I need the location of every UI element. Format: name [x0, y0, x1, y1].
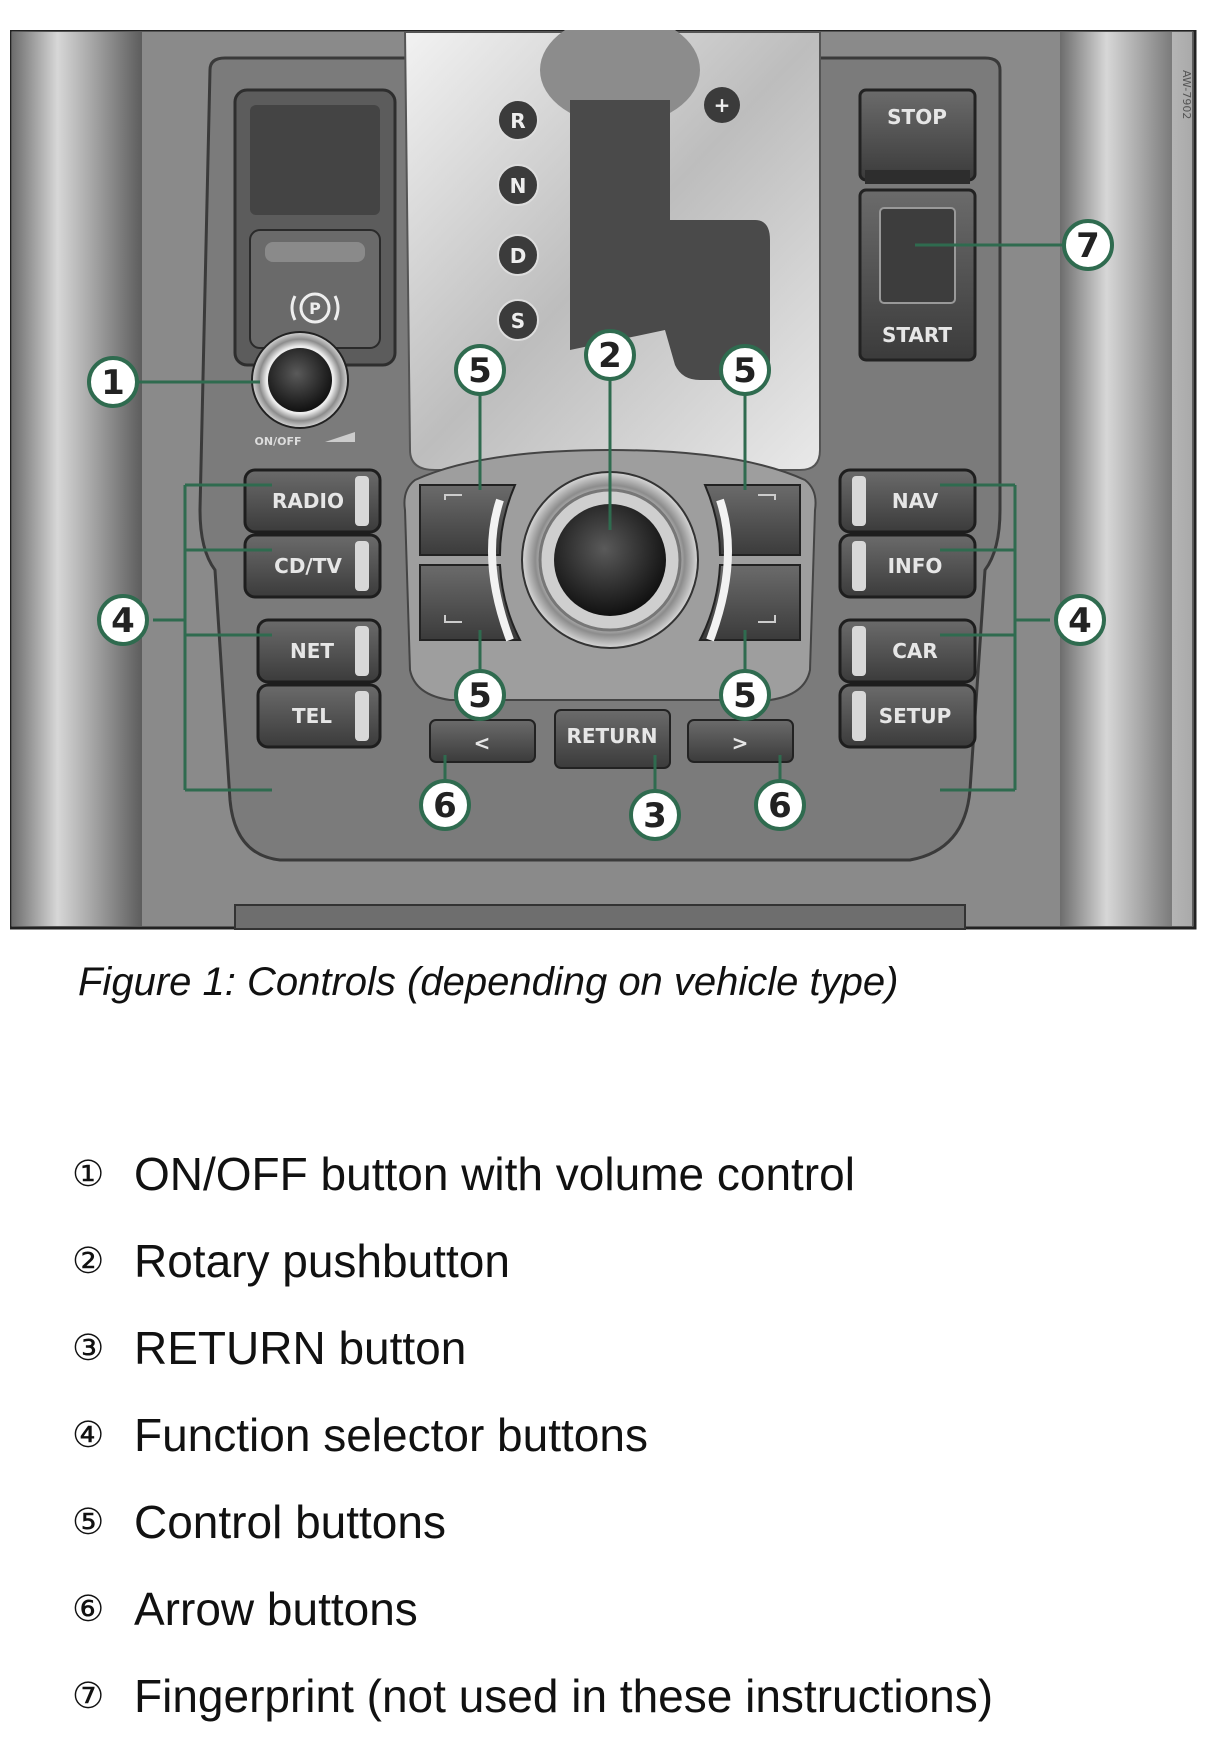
legend-number: ⑤	[72, 1500, 105, 1542]
legend-item: ⑥ Arrow buttons	[72, 1565, 993, 1652]
svg-text:>: >	[732, 731, 749, 755]
legend-list: ① ON/OFF button with volume control ② Rota…	[72, 1130, 993, 1739]
right-pillar	[1060, 32, 1193, 926]
legend-number: ⑥	[72, 1587, 105, 1629]
svg-text:6: 6	[768, 786, 792, 826]
callout-5-top-left: 5	[454, 344, 506, 396]
start-label: START	[882, 323, 952, 347]
legend-number: ④	[72, 1413, 105, 1455]
svg-text:NAV: NAV	[892, 489, 939, 513]
legend-item: ⑦ Fingerprint (not used in these instruct…	[72, 1652, 993, 1739]
svg-text:SETUP: SETUP	[879, 704, 952, 728]
gear-n-indicator: N	[497, 164, 539, 206]
legend-item: ③ RETURN button	[72, 1304, 993, 1391]
gear-r-indicator: R	[497, 99, 539, 141]
svg-text:RETURN: RETURN	[566, 724, 657, 748]
gear-lever[interactable]	[570, 100, 770, 380]
callout-2: 2	[584, 329, 636, 381]
svg-text:+: +	[714, 93, 731, 117]
legend-number: ①	[72, 1152, 105, 1194]
function-button-radio[interactable]: RADIO	[243, 468, 382, 534]
function-button-nav[interactable]: NAV	[838, 468, 977, 534]
gear-s-indicator: S	[497, 299, 539, 341]
legend-number: ②	[72, 1239, 105, 1281]
plus-icon: +	[704, 87, 740, 123]
svg-text:N: N	[510, 174, 527, 198]
control-button-top-left[interactable]	[419, 484, 517, 556]
svg-text:6: 6	[433, 786, 457, 826]
legend-number: ③	[72, 1326, 105, 1368]
function-button-cdtv[interactable]: CD/TV	[243, 533, 382, 599]
svg-text:TEL: TEL	[292, 704, 332, 728]
legend-item: ① ON/OFF button with volume control	[72, 1130, 993, 1217]
callout-6-right: 6	[754, 779, 806, 831]
legend-text: Control buttons	[134, 1495, 446, 1548]
svg-text:S: S	[511, 309, 525, 333]
arrow-right-button[interactable]: >	[687, 719, 794, 763]
svg-text:RADIO: RADIO	[272, 489, 344, 513]
svg-text:NET: NET	[290, 639, 334, 663]
legend-text: Fingerprint (not used in these instructi…	[134, 1669, 994, 1722]
legend-text: Arrow buttons	[134, 1582, 418, 1635]
legend-text: RETURN button	[134, 1321, 467, 1374]
svg-text:5: 5	[468, 351, 492, 391]
legend-text: Function selector buttons	[134, 1408, 648, 1461]
stop-button[interactable]	[858, 88, 977, 182]
gear-d-indicator: D	[497, 234, 539, 276]
svg-text:INFO: INFO	[888, 554, 943, 578]
svg-text:<: <	[474, 731, 491, 755]
left-pillar	[12, 32, 142, 926]
legend-item: ④ Function selector buttons	[72, 1391, 993, 1478]
return-button[interactable]: RETURN	[554, 709, 671, 769]
function-button-tel[interactable]: TEL	[256, 683, 382, 749]
parking-brake-icon: P	[290, 292, 340, 324]
callout-1: 1	[87, 356, 139, 408]
onoff-label: ON/OFF	[255, 435, 302, 448]
svg-text:5: 5	[733, 351, 757, 391]
function-button-net[interactable]: NET	[256, 618, 382, 684]
legend-item: ⑤ Control buttons	[72, 1478, 993, 1565]
svg-text:R: R	[510, 109, 525, 133]
svg-text:5: 5	[733, 676, 757, 716]
function-button-setup[interactable]: SETUP	[838, 683, 977, 749]
callout-5-bottom-right: 5	[719, 669, 771, 721]
svg-text:1: 1	[101, 363, 125, 403]
legend-number: ⑦	[72, 1674, 105, 1716]
svg-text:CD/TV: CD/TV	[274, 554, 342, 578]
svg-text:D: D	[510, 244, 527, 268]
svg-text:4: 4	[1068, 601, 1092, 641]
svg-text:3: 3	[643, 796, 667, 836]
control-button-top-right[interactable]	[703, 484, 801, 556]
function-button-car[interactable]: CAR	[838, 618, 977, 684]
callout-4-right: 4	[1054, 594, 1106, 646]
svg-text:4: 4	[111, 601, 135, 641]
callout-5-bottom-left: 5	[454, 669, 506, 721]
legend-text: ON/OFF button with volume control	[134, 1147, 855, 1200]
callout-lines	[137, 243, 1065, 792]
callout-6-left: 6	[419, 779, 471, 831]
callout-4-left: 4	[97, 594, 149, 646]
figure-caption: Figure 1: Controls (depending on vehicle…	[78, 960, 899, 1004]
controls-figure: AW-7902 P R N D S + STOP START ON/	[10, 30, 1197, 930]
legend-text: Rotary pushbutton	[134, 1234, 510, 1287]
fingerprint-sensor[interactable]	[879, 207, 956, 304]
side-id-label: AW-7902	[1180, 70, 1193, 119]
stop-label: STOP	[887, 105, 947, 129]
callout-5-top-right: 5	[719, 344, 771, 396]
svg-text:CAR: CAR	[892, 639, 938, 663]
function-button-info[interactable]: INFO	[838, 533, 977, 599]
callout-3: 3	[629, 789, 681, 841]
callout-7: 7	[1062, 219, 1114, 271]
legend-item: ② Rotary pushbutton	[72, 1217, 993, 1304]
svg-text:P: P	[309, 299, 321, 318]
svg-text:7: 7	[1076, 226, 1100, 266]
svg-text:5: 5	[468, 676, 492, 716]
svg-text:2: 2	[598, 336, 622, 376]
